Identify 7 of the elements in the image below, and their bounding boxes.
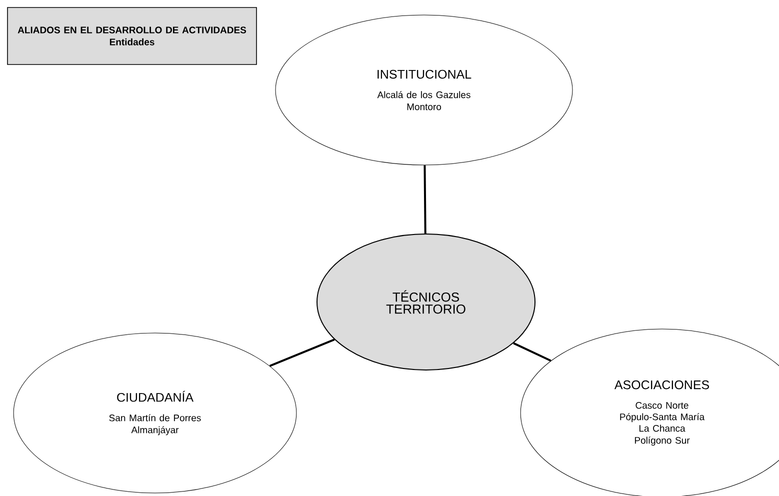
ellipse-node: CIUDADANÍA San Martín de Porres Almanjáyar [13,332,297,494]
ellipse-node: INSTITUCIONAL Alcalá de los Gazules Montoro [275,14,573,166]
connector-line [424,165,426,234]
title-box: ALIADOS EN EL DESARROLLO DE ACTIVIDADES Entidades [7,7,257,65]
connector-line [269,338,335,367]
connector-line [513,342,552,362]
ellipse-node: TÉCNICOS TERRITORIO [316,234,536,370]
